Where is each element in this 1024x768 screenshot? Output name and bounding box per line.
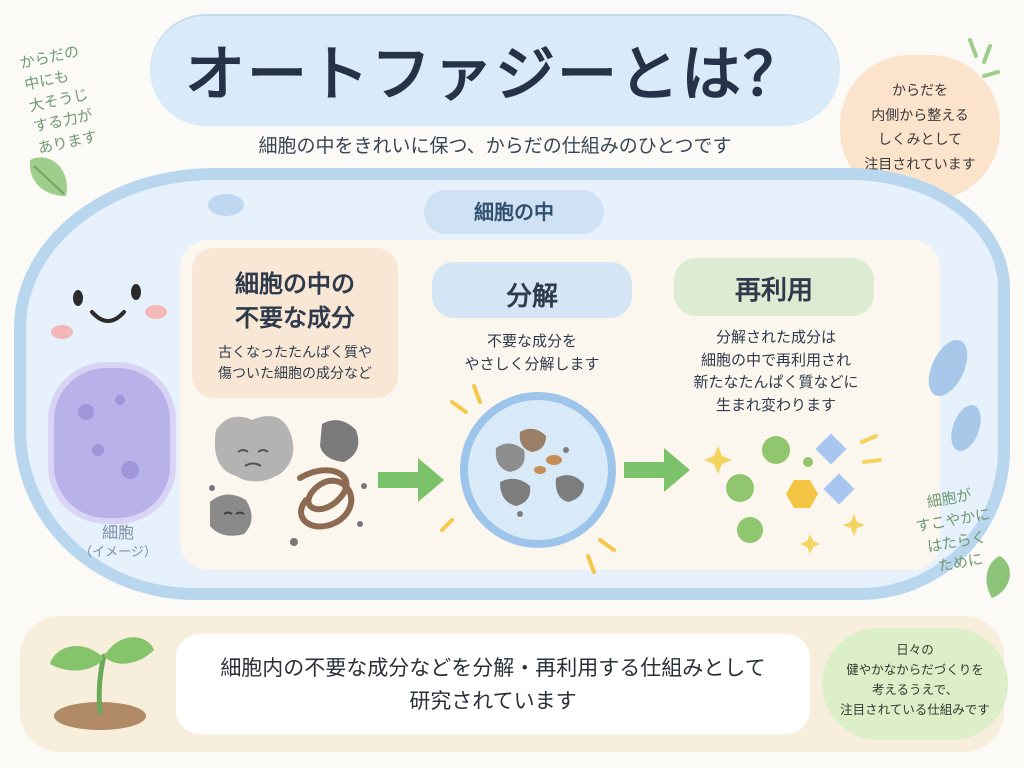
cell-label-line: 細胞 <box>101 523 134 542</box>
step2-desc-line: 不要な成分を <box>486 332 577 350</box>
side-note-mid-right: 細胞が すこやかに はたらく ために <box>898 480 1012 583</box>
cell-label-sub: （イメージ） <box>79 545 157 561</box>
bottom-card <box>176 634 810 734</box>
page-title: オートファジーとは？ <box>185 40 805 110</box>
note-right-line: からだを <box>892 83 948 99</box>
step3-card <box>674 258 874 316</box>
step2-desc-line: やさしく分解します <box>464 355 600 374</box>
step3-desc-line: 新たなたんぱく質などに <box>693 373 859 391</box>
step3-desc-line: 細胞の中で再利用され <box>700 350 851 369</box>
bottom-note-line: 考えるうえで、 <box>871 682 959 697</box>
step2-title: 分解 <box>505 282 558 312</box>
title-bubble <box>150 14 840 126</box>
step1-card <box>192 248 398 398</box>
bottom-summary-line: 細胞内の不要な成分などを分解・再利用する仕組みとして <box>220 656 766 680</box>
step3-desc-line: 分解された成分は <box>715 328 836 346</box>
cell-label: 細胞 （イメージ） <box>68 522 168 563</box>
step1-title: 細胞の中の 不要な成分 <box>192 268 398 335</box>
step1-desc-line: 古くなったたんぱく質や <box>218 345 372 361</box>
note-right: からだを 内側から整える しくみとして 注目されています <box>840 79 1000 177</box>
bottom-note-line: 日々の <box>896 642 934 657</box>
step2-desc: 不要な成分を やさしく分解します <box>432 330 632 377</box>
bottom-note: 日々の 健やかなからだづくりを 考えるうえで、 注目されている仕組みです <box>822 640 1008 720</box>
note-right-line: 内側から整える <box>871 107 969 124</box>
bottom-note-bubble <box>822 628 1008 740</box>
bottom-note-line: 注目されている仕組みです <box>840 702 990 717</box>
step3-title: 再利用 <box>734 276 813 306</box>
bottom-note-line: 健やかなからだづくりを <box>846 662 984 677</box>
note-right-line: しくみとして <box>877 132 963 148</box>
page-subtitle: 細胞の中をきれいに保つ、からだの仕組みのひとつです <box>258 135 732 157</box>
step3-desc: 分解された成分は 細胞の中で再利用され 新たなたんぱく質などに 生まれ変わります <box>664 326 888 416</box>
step1-title-line: 細胞の中の <box>235 270 355 298</box>
cell-chip: 細胞の中 <box>424 190 604 234</box>
side-note-left: からだの 中にも 大そうじ する力が あります <box>18 29 158 160</box>
bottom-summary-line: 研究されています <box>409 688 577 713</box>
step3-desc-line: 生まれ変わります <box>715 395 836 414</box>
bottom-summary: 細胞内の不要な成分などを分解・再利用する仕組みとして 研究されています <box>176 652 810 717</box>
leaf-icon <box>29 157 68 196</box>
nucleus <box>48 362 176 524</box>
note-right-line: 注目されています <box>864 156 976 173</box>
step1-desc: 古くなったたんぱく質や 傷ついた細胞の成分など <box>192 343 398 385</box>
step2-card <box>432 262 632 318</box>
step1-title-line: 不要な成分 <box>235 303 355 332</box>
step1-desc-line: 傷ついた細胞の成分など <box>218 366 372 382</box>
